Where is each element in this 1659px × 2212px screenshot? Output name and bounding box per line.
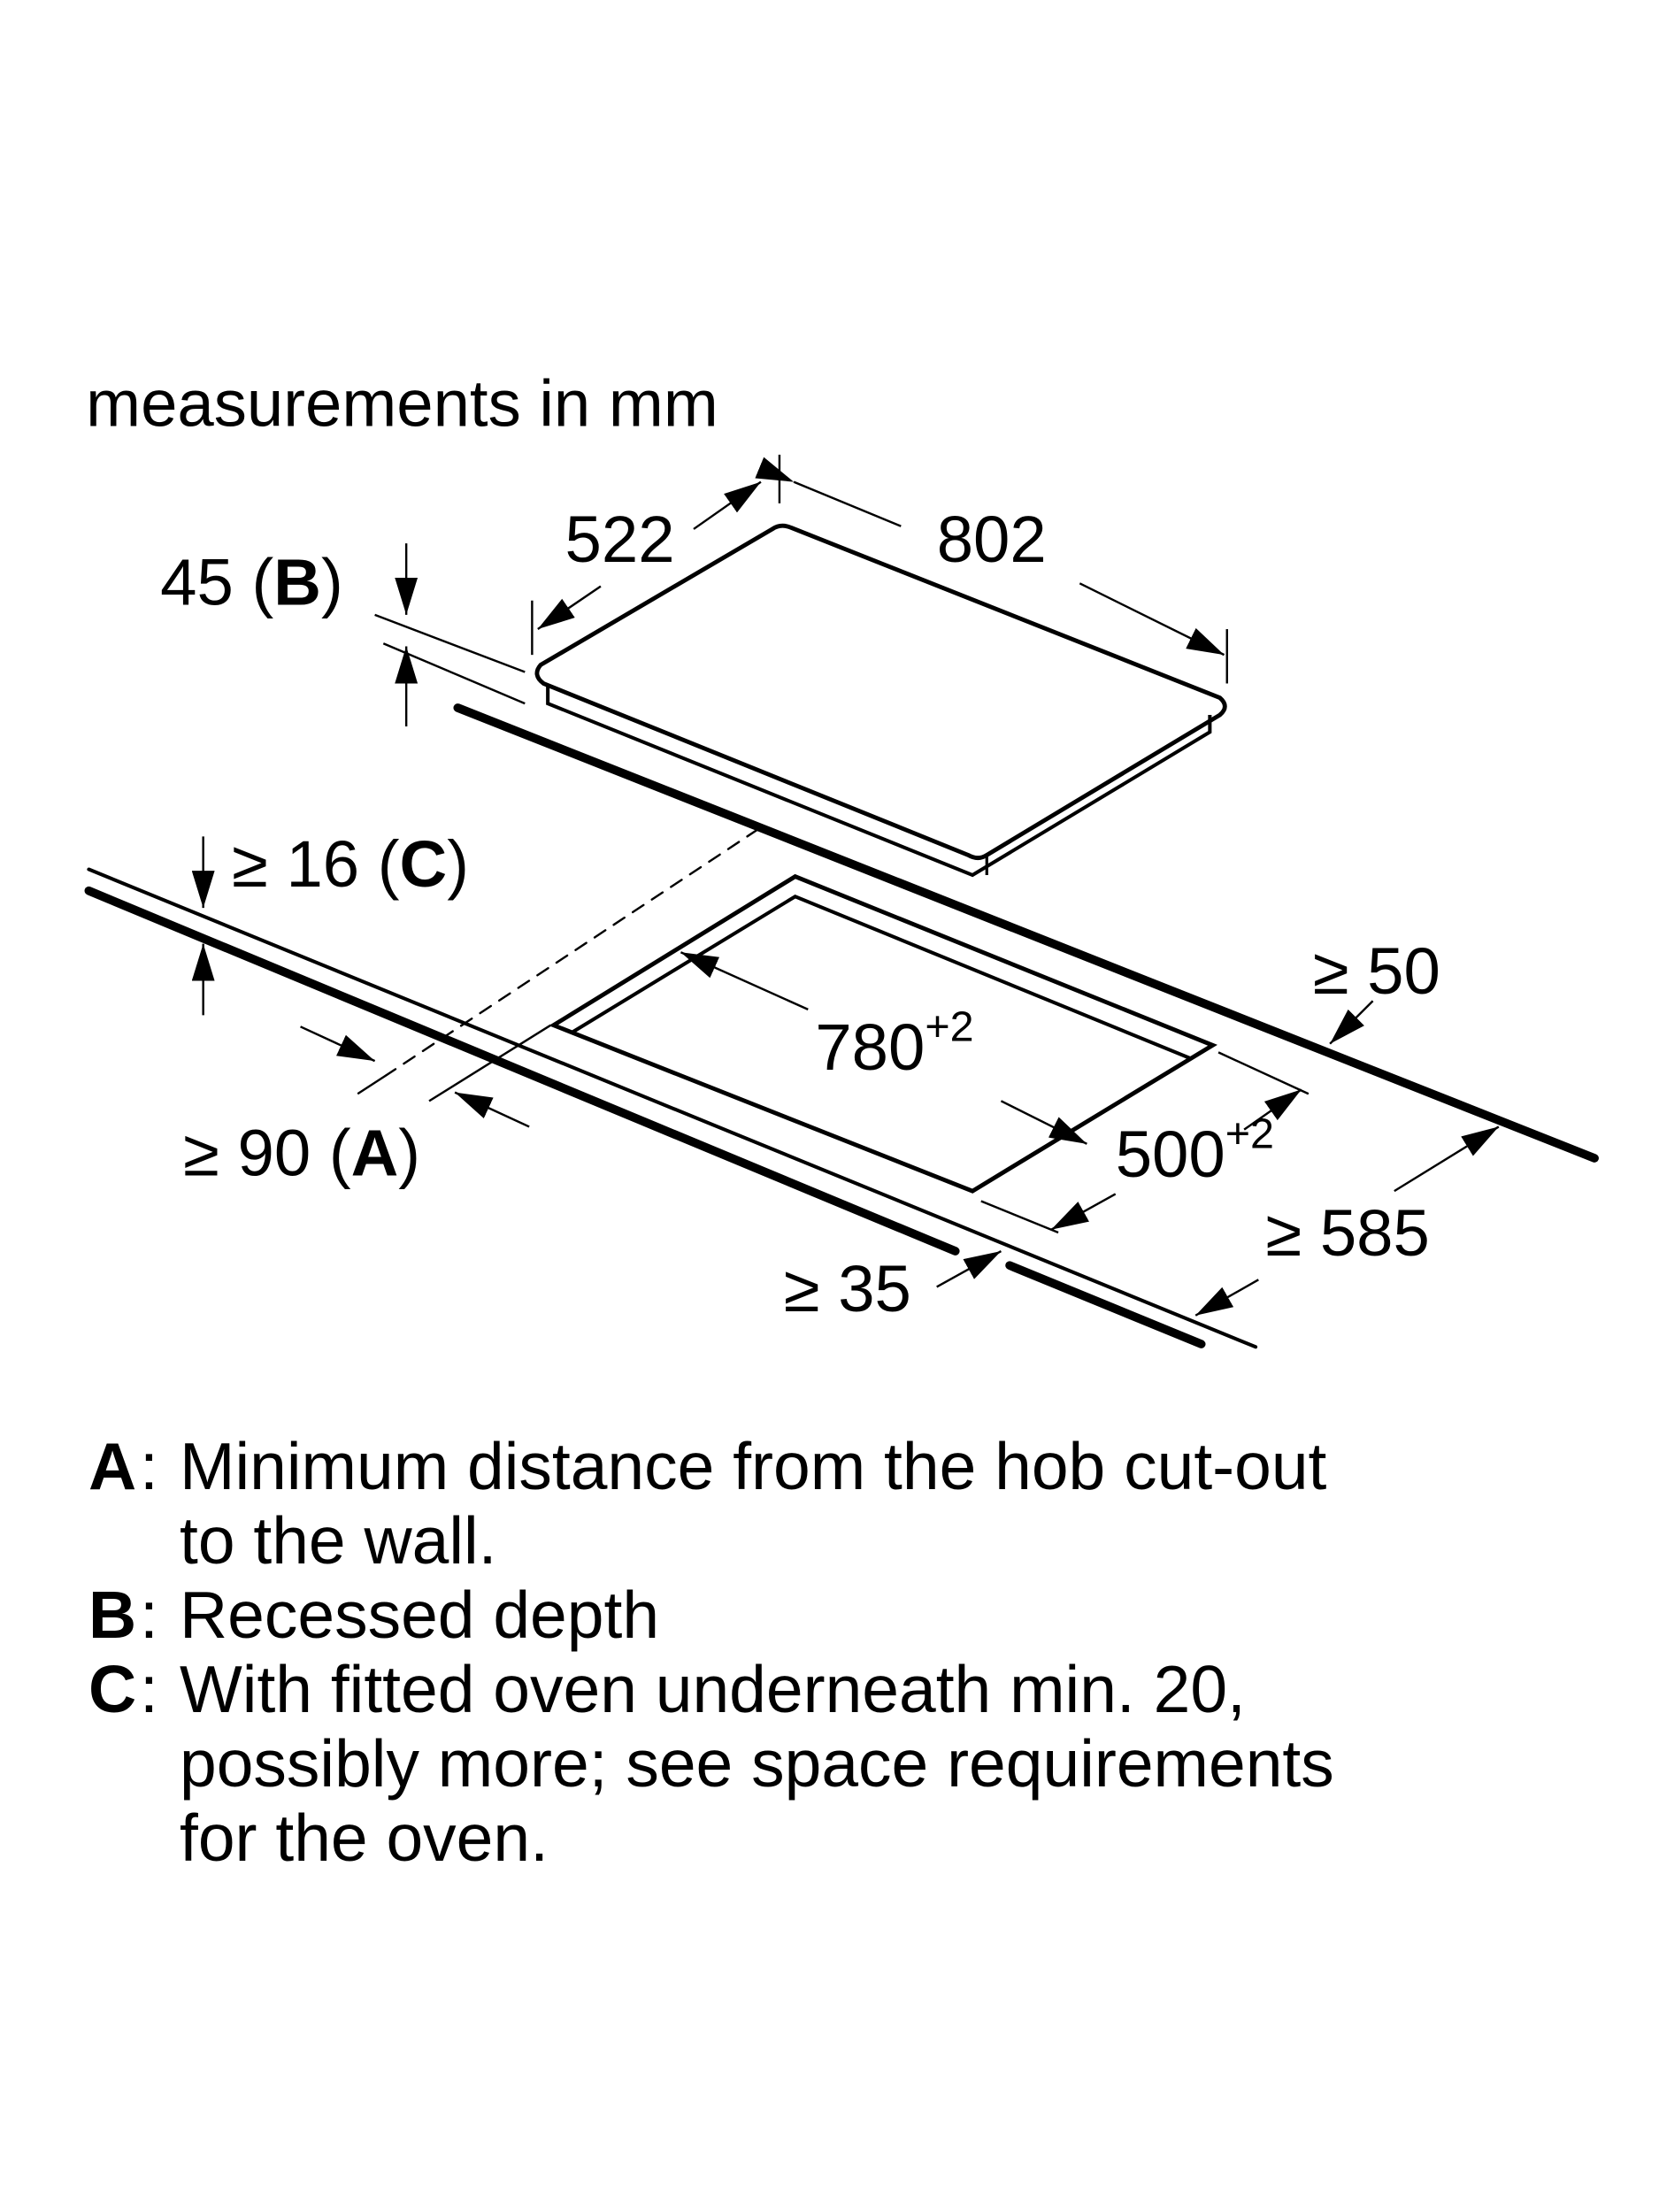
title: measurements in mm [86, 367, 718, 441]
dim-50: ≥ 50 [1313, 934, 1440, 1008]
dim-802: 802 [937, 503, 1047, 576]
countertop [84, 703, 1599, 1349]
dim-35: ≥ 35 [784, 1252, 911, 1325]
legend-text: for the oven. [180, 1801, 549, 1875]
cutout [549, 873, 1217, 1194]
dim-500: 500+2 [1116, 1110, 1274, 1191]
legend-text: With fitted oven underneath min. 20, [180, 1652, 1246, 1726]
dimension-lines [191, 454, 1500, 1317]
legend-item-a: A: Minimum distance from the hob cut-out… [88, 1429, 1327, 1578]
dim-780: 780+2 [815, 1002, 973, 1083]
dim-585: ≥ 585 [1265, 1196, 1429, 1270]
legend-item-b: B: Recessed depth [88, 1578, 660, 1652]
dim-45-b: 45 (B) [160, 546, 343, 619]
legend-item-c: C: With fitted oven underneath min. 20,p… [88, 1652, 1334, 1875]
legend-text: to the wall. [180, 1503, 497, 1578]
hob [534, 523, 1227, 878]
legend-text: Recessed depth [180, 1578, 660, 1652]
dim-90-a: ≥ 90 (A) [183, 1116, 420, 1189]
legend-text: possibly more; see space requirements [180, 1726, 1334, 1801]
dim-522: 522 [565, 503, 675, 576]
legend: A: Minimum distance from the hob cut-out… [88, 1429, 1334, 1875]
dim-16-c: ≥ 16 (C) [232, 827, 469, 901]
legend-text: Minimum distance from the hob cut-out [180, 1429, 1327, 1503]
